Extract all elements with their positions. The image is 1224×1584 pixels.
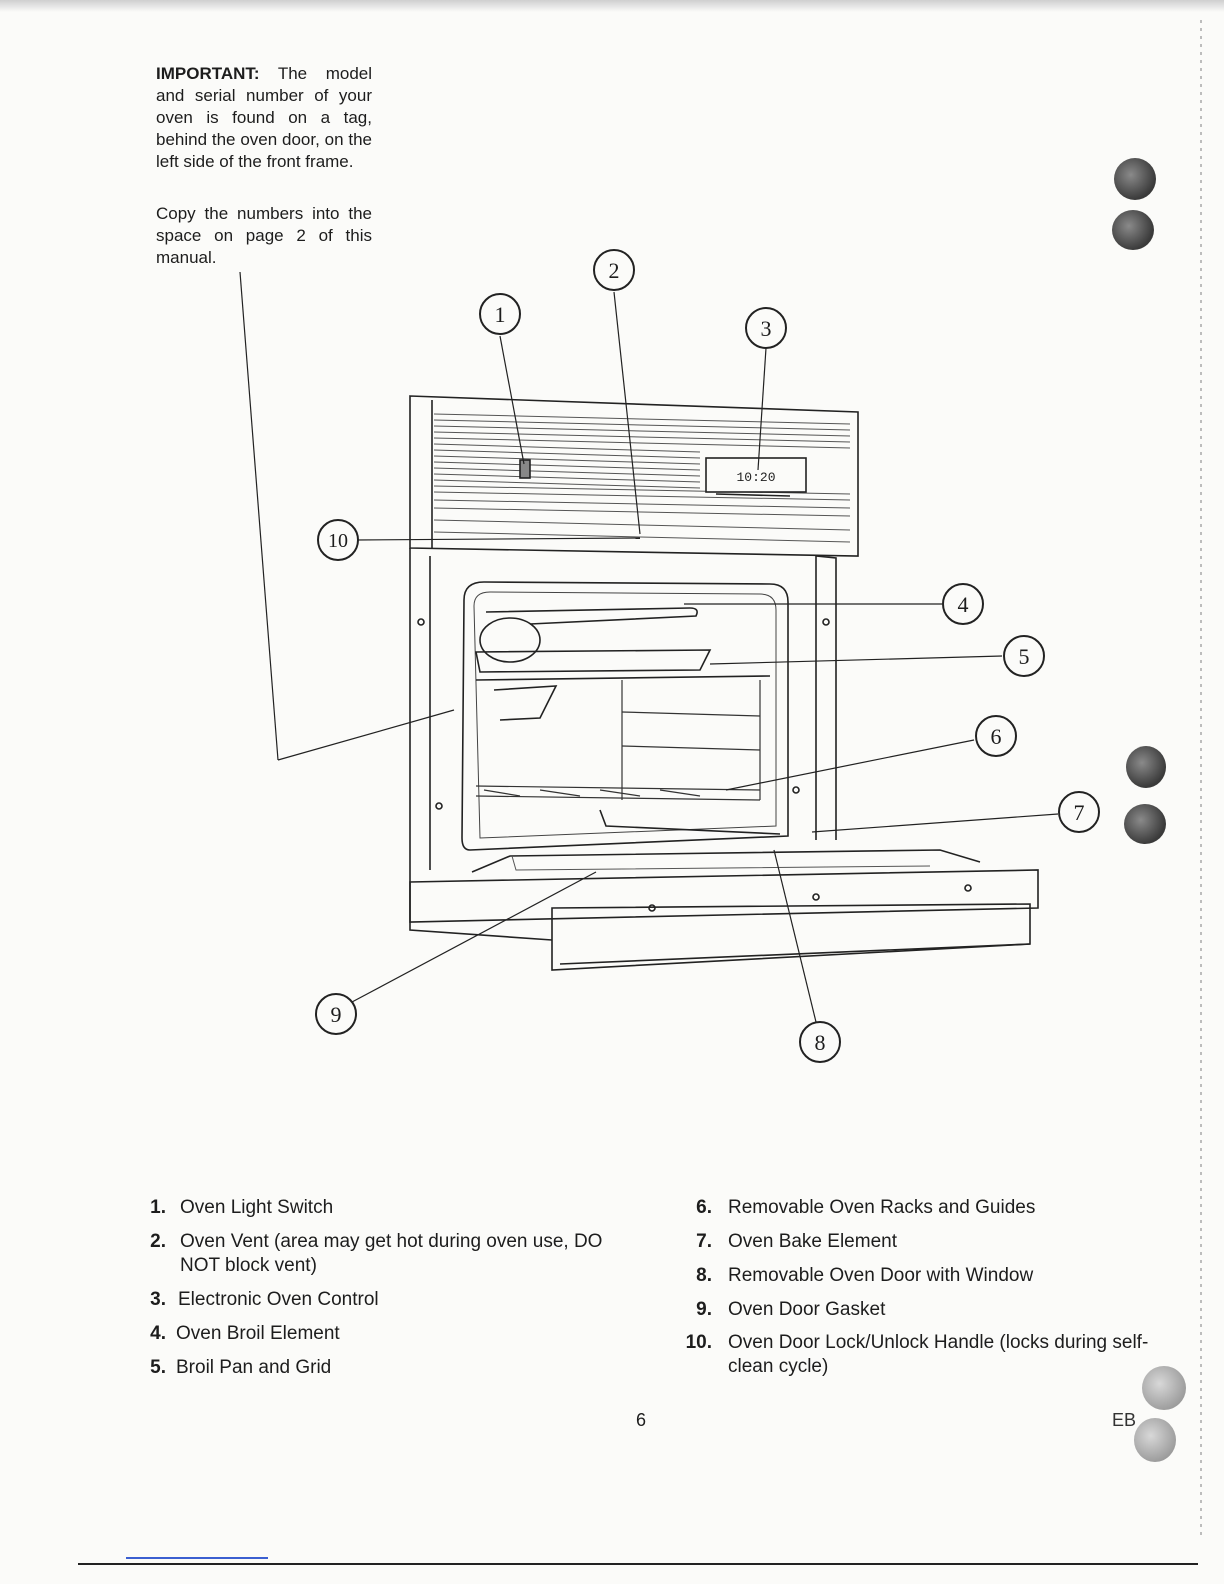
legend-number: 6. bbox=[696, 1197, 712, 1218]
legend-text-line2: NOT block vent) bbox=[180, 1255, 317, 1276]
svg-text:2: 2 bbox=[609, 258, 620, 283]
legend-number: 9. bbox=[696, 1299, 712, 1320]
important-text: The model and serial number of your oven… bbox=[156, 64, 372, 171]
svg-text:1: 1 bbox=[495, 302, 506, 327]
callout-7: 7 bbox=[1058, 791, 1100, 833]
svg-text:8: 8 bbox=[815, 1030, 826, 1055]
legend-text: Oven Door Gasket bbox=[728, 1299, 886, 1320]
callout-5: 5 bbox=[1003, 635, 1045, 677]
light-switch bbox=[519, 459, 531, 479]
legend-number: 2. bbox=[150, 1231, 166, 1252]
bottom-link-mark bbox=[126, 1557, 268, 1559]
callout-4: 4 bbox=[942, 583, 984, 625]
electronic-control bbox=[705, 457, 807, 493]
callout-2: 2 bbox=[593, 249, 635, 291]
legend-text: Oven Vent (area may get hot during oven … bbox=[180, 1231, 603, 1252]
legend-text: Electronic Oven Control bbox=[178, 1289, 379, 1310]
callout-6: 6 bbox=[975, 715, 1017, 757]
legend-number: 8. bbox=[696, 1265, 712, 1286]
legend-text: Oven Light Switch bbox=[180, 1197, 334, 1218]
scan-top-border bbox=[0, 0, 1224, 12]
svg-text:5: 5 bbox=[1019, 644, 1030, 669]
scan-right-edge bbox=[1200, 20, 1202, 1540]
legend-number: 1. bbox=[150, 1197, 166, 1218]
legend-number: 3. bbox=[150, 1289, 166, 1310]
legend-text-line2: clean cycle) bbox=[728, 1356, 829, 1377]
important-note: IMPORTANT: The model and serial number o… bbox=[156, 63, 372, 173]
svg-text:7: 7 bbox=[1074, 800, 1085, 825]
svg-text:9: 9 bbox=[331, 1002, 342, 1027]
callout-3: 3 bbox=[745, 307, 787, 349]
callout-8: 8 bbox=[799, 1021, 841, 1063]
punch-hole bbox=[1142, 1366, 1186, 1410]
legend-text: Removable Oven Racks and Guides bbox=[728, 1197, 1036, 1218]
oven-door bbox=[409, 869, 1039, 923]
legend-text: Oven Bake Element bbox=[728, 1231, 897, 1252]
control-panel bbox=[409, 395, 859, 557]
legend-text: Oven Broil Element bbox=[176, 1323, 340, 1344]
legend-text: Oven Door Lock/Unlock Handle (locks duri… bbox=[728, 1332, 1149, 1353]
legend-number: 4. bbox=[150, 1323, 166, 1344]
control-display-readout: 10:20 bbox=[736, 470, 775, 485]
punch-hole bbox=[1114, 158, 1156, 200]
callout-badges: 1 2 3 4 5 6 7 8 9 10 bbox=[315, 249, 1100, 1063]
punch-hole bbox=[1134, 1418, 1176, 1462]
important-label: IMPORTANT: bbox=[156, 64, 260, 83]
svg-text:4: 4 bbox=[958, 592, 969, 617]
svg-text:3: 3 bbox=[761, 316, 772, 341]
svg-text:6: 6 bbox=[991, 724, 1002, 749]
svg-text:10: 10 bbox=[328, 530, 348, 552]
legend-text: Broil Pan and Grid bbox=[176, 1357, 332, 1378]
callout-10: 10 bbox=[317, 519, 359, 561]
legend-number: 7. bbox=[696, 1231, 712, 1252]
legend-number: 5. bbox=[150, 1357, 166, 1378]
page-code: EB bbox=[1112, 1410, 1137, 1430]
legend-text: Removable Oven Door with Window bbox=[728, 1265, 1034, 1286]
scan-bottom-border bbox=[78, 1563, 1198, 1565]
copy-note: Copy the numbers into the space on page … bbox=[156, 204, 372, 267]
oven-cavity bbox=[461, 581, 789, 851]
page-number: 6 bbox=[636, 1410, 647, 1430]
punch-hole bbox=[1124, 804, 1166, 844]
punch-hole bbox=[1112, 210, 1154, 250]
callout-9: 9 bbox=[315, 993, 357, 1035]
punch-hole bbox=[1126, 746, 1166, 788]
callout-1: 1 bbox=[479, 293, 521, 335]
legend-number: 10. bbox=[685, 1332, 712, 1353]
